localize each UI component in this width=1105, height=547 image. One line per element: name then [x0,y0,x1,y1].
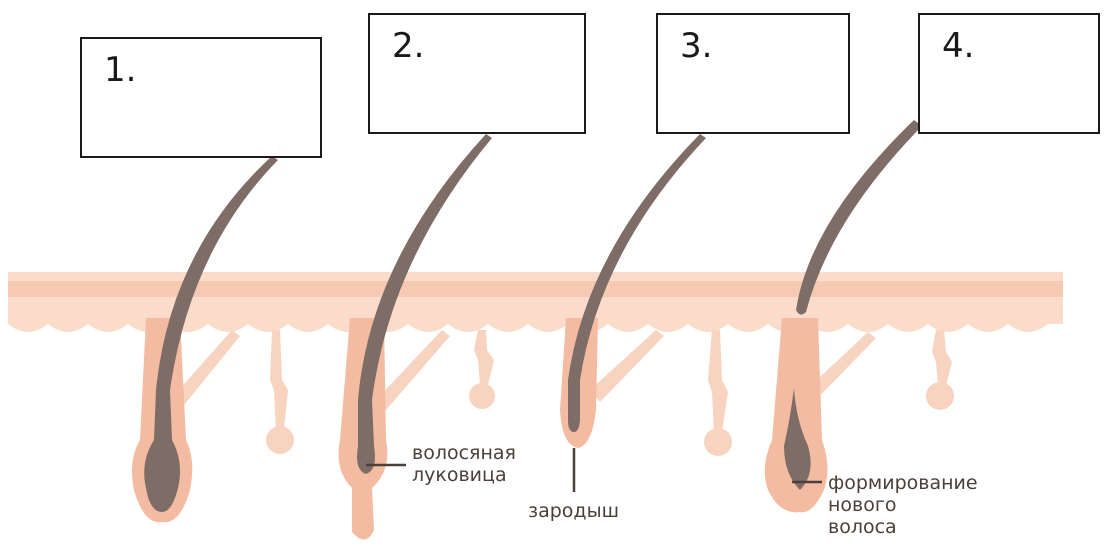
label-box-1[interactable]: 1. [80,37,322,158]
pointer-lines [366,448,822,492]
label-box-4[interactable]: 4. [918,13,1100,134]
label-new-hair: формирование нового волоса [828,472,978,538]
box-number: 1. [104,50,137,90]
label-hair-bulb: волосяная луковица [412,442,516,486]
box-number: 4. [942,26,975,66]
label-box-2[interactable]: 2. [368,13,586,134]
hair-shafts [144,120,922,512]
skin-glands [170,330,954,456]
label-box-3[interactable]: 3. [656,13,850,134]
label-germ: зародыш [528,500,619,522]
box-number: 2. [392,26,425,66]
box-number: 3. [680,26,713,66]
